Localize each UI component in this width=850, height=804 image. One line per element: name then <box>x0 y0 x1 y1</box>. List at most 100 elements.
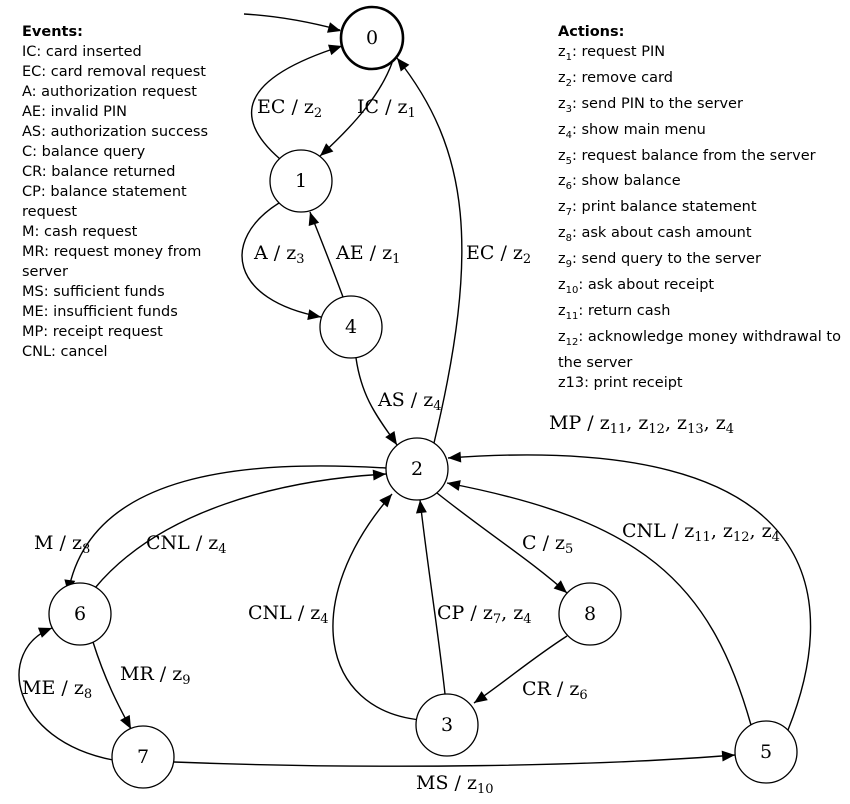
event-item: AS: authorization success <box>22 124 209 140</box>
arrowhead <box>474 691 488 703</box>
state-node-4: 4 <box>319 295 383 359</box>
action-item: z11: return cash <box>558 302 671 322</box>
event-item: EC: card removal request <box>22 64 206 80</box>
svg-text:2: 2 <box>411 458 423 480</box>
action-item: z2: remove card <box>558 69 673 89</box>
event-item: CR: balance returned <box>22 164 176 180</box>
arrowhead <box>379 494 392 508</box>
action-item: z5: request balance from the server <box>558 147 816 167</box>
svg-text:4: 4 <box>345 316 357 338</box>
svg-text:5: 5 <box>760 741 772 763</box>
transition-label: A / z3 <box>253 242 305 267</box>
transition-edge-8-3 <box>473 635 568 704</box>
actions-legend: Actions: z1: request PIN z2: remove card z… <box>558 22 850 399</box>
transition-edge-0-1 <box>319 62 393 157</box>
action-item: z7: print balance statement <box>558 199 757 219</box>
arrowhead <box>415 500 427 514</box>
transition-label: MS / z10 <box>416 772 494 797</box>
action-item: z12: acknowledge money withdrawal to the… <box>558 328 841 371</box>
arrowhead <box>397 58 410 72</box>
arrowhead <box>120 714 131 729</box>
event-item: ME: insufficient funds <box>22 304 178 320</box>
event-item: MS: sufficient funds <box>22 284 165 300</box>
transition-edge-5-2 <box>447 454 812 731</box>
transition-label: AE / z1 <box>335 242 400 267</box>
action-item: z9: send query to the server <box>558 251 761 271</box>
transition-edge-3-2 <box>332 493 422 721</box>
arrowhead <box>320 143 334 156</box>
events-heading: Events: <box>22 24 83 40</box>
state-node-1: 1 <box>269 149 333 213</box>
transition-label: AS / z4 <box>377 389 442 414</box>
state-node-8: 8 <box>558 582 622 646</box>
event-item: A: authorization request <box>22 84 197 100</box>
transition-label: EC / z2 <box>466 242 531 267</box>
transition-edge-6-7 <box>92 641 132 730</box>
event-item: AE: invalid PIN <box>22 104 127 120</box>
svg-text:6: 6 <box>74 603 86 625</box>
actions-heading: Actions: <box>558 24 625 40</box>
event-item: CP: balance statement request <box>22 184 187 220</box>
state-node-2: 2 <box>385 437 449 501</box>
arrowhead <box>307 309 321 321</box>
transition-edge-5-2 <box>446 482 752 726</box>
arrowhead <box>37 627 52 638</box>
transition-label: M / z8 <box>34 532 90 557</box>
action-item: z1: request PIN <box>558 44 666 63</box>
transition-edge-7-6 <box>18 627 114 761</box>
action-item: z6: show balance <box>558 173 681 193</box>
event-item: IC: card inserted <box>22 44 142 60</box>
event-item: MP: receipt request <box>22 324 163 340</box>
transition-label: EC / z2 <box>257 96 322 121</box>
transition-label: ME / z8 <box>22 677 92 702</box>
arrowhead <box>372 469 386 481</box>
action-item: z3: send PIN to the server <box>558 95 743 115</box>
svg-text:0: 0 <box>366 27 378 49</box>
action-item: z8: ask about cash amount <box>558 225 752 245</box>
transition-edge-2-6 <box>67 465 387 594</box>
transition-label: CP / z7, z4 <box>437 602 532 627</box>
transition-label: CNL / z4 <box>146 532 227 557</box>
transition-edge-3-2 <box>419 499 446 695</box>
arrowhead <box>553 580 567 593</box>
event-item: M: cash request <box>22 224 138 240</box>
state-node-6: 6 <box>48 582 112 646</box>
transition-edge-6-2 <box>94 473 387 589</box>
svg-text:8: 8 <box>584 603 596 625</box>
arrowhead <box>721 750 735 762</box>
svg-text:1: 1 <box>295 170 307 192</box>
transition-label: IC / z1 <box>357 96 416 121</box>
arrowhead <box>385 431 397 445</box>
transition-label: C / z5 <box>522 532 573 557</box>
transition-edge-7-5 <box>173 754 736 767</box>
arrowhead <box>308 212 320 226</box>
action-item: z10: ask about receipt <box>558 277 715 296</box>
transition-edge-2-8 <box>436 492 568 594</box>
transition-edge-1-4 <box>241 202 322 318</box>
state-node-3: 3 <box>415 693 479 757</box>
action-item: z13: print receipt <box>558 374 683 391</box>
state-node-0: 0 <box>339 5 405 71</box>
state-node-7: 7 <box>111 725 175 789</box>
arrowhead <box>328 44 342 56</box>
transition-label: CNL / z11, z12, z4 <box>622 520 780 545</box>
event-item: MR: request money from server <box>22 244 202 280</box>
arrowhead <box>448 451 462 463</box>
arrowhead <box>447 480 461 491</box>
transition-edge-2-0 <box>396 57 463 444</box>
transition-label: CR / z6 <box>522 678 588 703</box>
event-item: C: balance query <box>22 144 146 160</box>
event-item: CNL: cancel <box>22 344 108 360</box>
action-item: z4: show main menu <box>558 121 706 141</box>
svg-text:7: 7 <box>137 746 149 768</box>
initial-entry-edge <box>243 13 341 31</box>
transition-edge-1-0 <box>250 45 343 160</box>
state-node-5: 5 <box>734 720 798 784</box>
transition-label: CNL / z4 <box>248 602 329 627</box>
transition-label: MP / z11, z12, z13, z4 <box>549 412 734 437</box>
arrowhead <box>327 22 341 33</box>
transition-label: MR / z9 <box>120 663 191 688</box>
svg-text:3: 3 <box>441 714 453 736</box>
